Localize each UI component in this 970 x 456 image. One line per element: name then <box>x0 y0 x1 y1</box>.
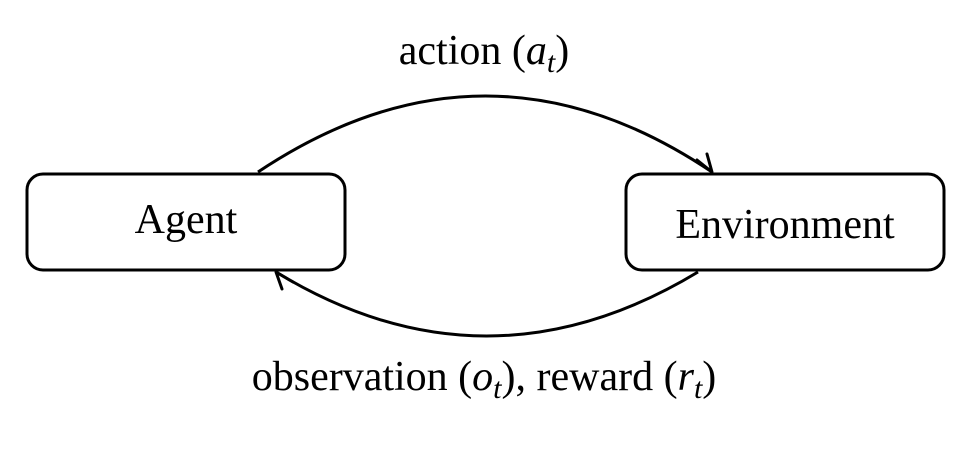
environment-box <box>624 172 946 272</box>
agent-box <box>25 172 347 272</box>
observation-subscript: t <box>493 372 502 405</box>
agent-node: Agent <box>25 172 347 272</box>
feedback-label: observation (ot), reward (rt) <box>252 354 717 405</box>
feedback-arrow-head <box>274 270 295 291</box>
action-arrow <box>257 94 713 174</box>
feedback-label-close: ) <box>702 354 716 400</box>
reward-label-text: ), reward ( <box>502 354 678 400</box>
reward-subscript: t <box>694 372 703 405</box>
reward-symbol: r <box>678 354 695 400</box>
action-label-text: action ( <box>399 28 526 74</box>
action-label: action (at) <box>399 28 569 79</box>
feedback-arrow <box>275 270 699 338</box>
agent-label: Agent <box>135 197 238 243</box>
environment-label: Environment <box>675 202 895 248</box>
action-label-close: ) <box>555 28 569 74</box>
action-arrow-head <box>695 152 714 174</box>
observation-symbol: o <box>472 354 493 400</box>
action-symbol: a <box>526 28 547 74</box>
environment-node: Environment <box>624 172 946 272</box>
observation-label-text: observation ( <box>252 354 472 400</box>
action-subscript: t <box>547 46 556 79</box>
